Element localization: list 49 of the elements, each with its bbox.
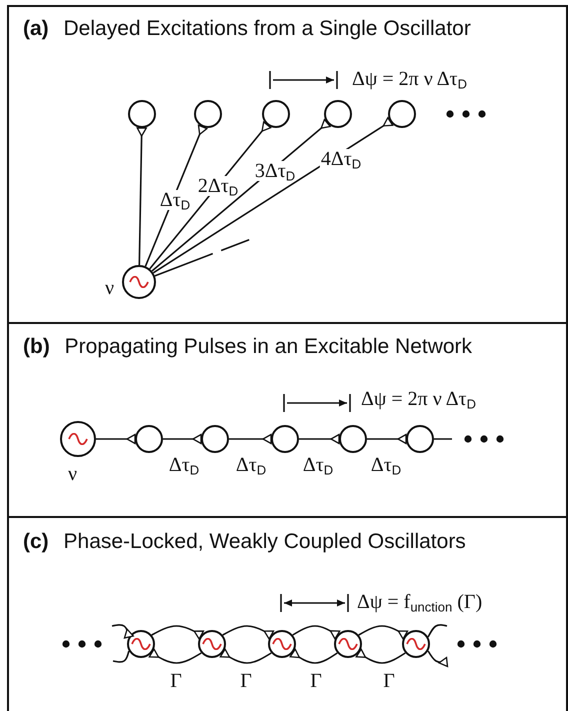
synapse-connector [290,648,338,664]
edge-label: Δτ$_{D}$ [302,455,334,475]
oscillator-circle [402,630,430,658]
neuron-circle [135,425,163,453]
synapse-connector [367,434,407,444]
edge-label: Δτ$_{D}$ [158,190,192,210]
synapse-connector [112,650,130,663]
neuron-circle [194,100,222,128]
edge-label: 4Δτ$_{D}$ [320,149,362,169]
synapse-connector [427,650,448,668]
oscillator-circle [122,265,156,299]
edge-label: Δτ$_{D}$ [234,455,268,475]
synapse-connector [151,625,204,640]
synapse-connector [229,434,272,444]
synapse-connector [96,434,136,444]
neuron-circle [339,425,367,453]
panel-heading: (b) Propagating Pulses in an Excitable Network [23,335,472,359]
synapse-connector [358,625,408,640]
phase-equation: Δψ = 2π ν Δτ$_{D}$ [361,389,476,409]
synapse-connector [222,625,274,640]
synapse-connector [136,127,147,266]
neuron-circle [324,100,352,128]
neuron-circle [388,100,416,128]
oscillator-circle [60,421,96,457]
edge-label: 3Δτ$_{D}$ [254,161,296,181]
synapse-connector [427,624,448,638]
synapse-connector [292,625,340,640]
panel-heading: (c) Phase-Locked, Weakly Coupled Oscillators [23,530,466,554]
edge-label: Δτ$_{D}$ [370,455,402,475]
neuron-circle [406,425,434,453]
synapse-connector [152,117,394,274]
neuron-circle [262,100,290,128]
frequency-label: ν [105,278,114,298]
edge-label: Δτ$_{D}$ [168,455,200,475]
synapse-connector [299,434,340,444]
panel-heading: (a) Delayed Excitations from a Single Oscillator [23,17,471,41]
synapse-connector [434,438,452,440]
phase-equation: Δψ = 2π ν Δτ$_{D}$ [352,69,467,89]
frequency-label: ν [68,464,78,484]
synapse-connector [356,648,406,664]
neuron-circle [201,425,229,453]
synapse-connector [220,648,272,664]
synapse-connector [148,648,202,664]
phase-equation: Δψ = f$_{unction}$ (Γ) [357,592,482,612]
synapse-connector [112,624,134,639]
neuron-circle [128,100,156,128]
synapse-connector [163,434,202,444]
edge-label: 2Δτ$_{D}$ [196,176,240,196]
neuron-circle [271,425,299,453]
